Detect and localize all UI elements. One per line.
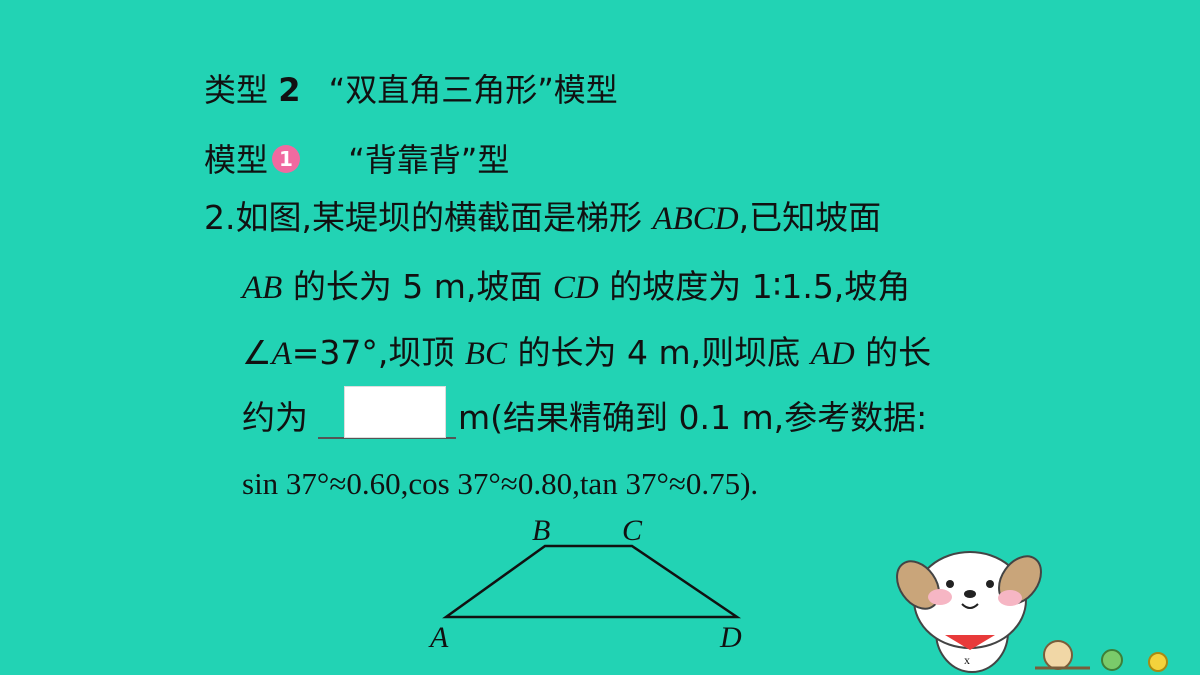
svg-text:x: x [964, 653, 970, 667]
answer-input-box[interactable] [344, 386, 446, 438]
problem-line-1: 2.如图,某堤坝的横截面是梯形 ABCD,已知坡面 [204, 198, 881, 239]
problem-text: =37°,坝顶 [291, 333, 465, 372]
puppy-mascot-icon: x [896, 551, 1042, 673]
type-number: 2 [278, 71, 301, 109]
problem-line-5: sin 37°≈0.60,cos 37°≈0.80,tan 37°≈0.75). [242, 464, 758, 504]
var-abcd: ABCD [652, 201, 739, 237]
problem-text: 2.如图,某堤坝的横截面是梯形 [204, 198, 653, 237]
snail-icon [1035, 640, 1090, 670]
problem-text: ,已知坡面 [738, 198, 882, 237]
label-d: D [719, 621, 742, 654]
model-number-badge: 1 [272, 145, 301, 173]
problem-text: 约为 [242, 398, 308, 437]
var-ab: AB [242, 270, 283, 306]
answer-blank-underline [318, 437, 456, 439]
label-b: B [532, 514, 550, 547]
var-cd: CD [552, 270, 599, 306]
trapezoid-abcd [442, 544, 742, 619]
model-label: 模型 [204, 141, 269, 179]
label-c: C [622, 514, 643, 547]
var-bc: BC [464, 336, 508, 372]
model-title: “背靠背”型 [348, 141, 510, 179]
angle-symbol: ∠ [242, 333, 272, 372]
problem-line-2: AB 的长为 5 m,坡面 CD 的坡度为 1∶1.5,坡角 [242, 267, 910, 308]
var-a: A [271, 336, 292, 372]
problem-text: 的长为 4 m,则坝底 [507, 333, 811, 372]
problem-text: 的长为 5 m,坡面 [282, 267, 553, 306]
problem-text: m(结果精确到 0.1 m,参考数据: [458, 398, 928, 437]
problem-line-3: ∠A=37°,坝顶 BC 的长为 4 m,则坝底 AD 的长 [242, 333, 931, 374]
small-flower-icon [1101, 649, 1168, 672]
problem-text: 的长 [854, 333, 932, 372]
type-label: 类型 [204, 71, 269, 109]
problem-text: 的坡度为 1∶1.5,坡角 [598, 267, 911, 306]
label-a: A [428, 621, 449, 654]
problem-line-4-start: 约为 [242, 398, 308, 438]
problem-line-4-end: m(结果精确到 0.1 m,参考数据: [458, 398, 927, 438]
type-heading: 类型 2 “双直角三角形”模型 [204, 70, 618, 110]
type-title: “双直角三角形”模型 [328, 71, 618, 109]
var-ad: AD [810, 336, 855, 372]
reference-data: sin 37°≈0.60,cos 37°≈0.80,tan 37°≈0.75). [242, 466, 759, 501]
